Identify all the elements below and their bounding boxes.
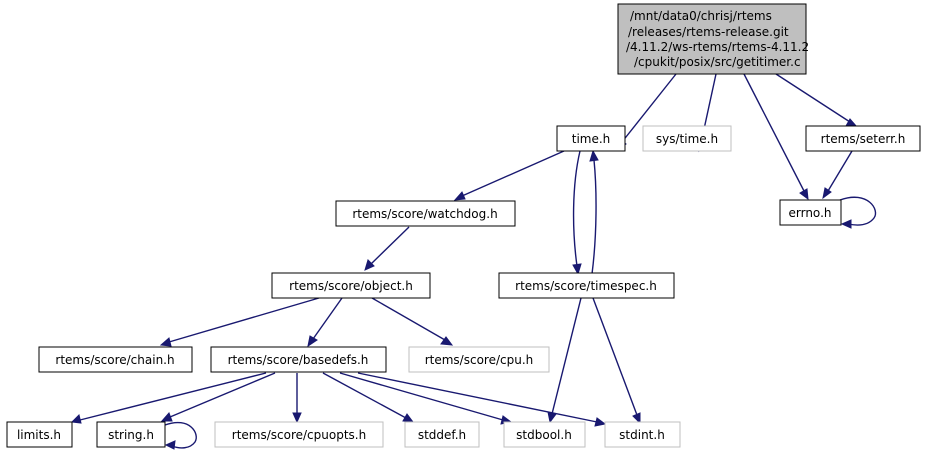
node-time-h-box <box>556 125 626 152</box>
edge-time-h-to-timespec-h <box>572 150 582 276</box>
edge-object-h-to-cpu-h <box>371 297 454 346</box>
edges <box>70 73 877 450</box>
node-stddef-h-box <box>404 421 480 448</box>
edge-basedefs-h-to-stdint-h <box>357 372 607 427</box>
node-watchdog-h-label: rtems/score/watchdog.h <box>352 207 497 221</box>
node-limits-h-box <box>6 421 73 448</box>
node-basedefs-h[interactable]: rtems/score/basedefs.h <box>210 346 387 373</box>
node-stddef-h-label: stddef.h <box>418 428 466 442</box>
node-stdint-h[interactable]: stdint.h <box>604 421 681 448</box>
node-object-h-label: rtems/score/object.h <box>289 279 413 293</box>
edge-watchdog-h-to-object-h <box>364 226 410 271</box>
node-seterr-h-label: rtems/seterr.h <box>821 132 906 146</box>
node-watchdog-h-box <box>335 200 516 227</box>
node-seterr-h[interactable]: rtems/seterr.h <box>805 125 921 152</box>
edge-seterr-h-to-errno-h <box>822 150 853 200</box>
node-sys-time-h-label: sys/time.h <box>656 132 718 146</box>
nodes: /mnt/data0/chrisj/rtems /releases/rtems-… <box>6 3 921 448</box>
node-string-h-label: string.h <box>108 428 154 442</box>
node-root-box <box>618 4 806 74</box>
node-root-line-1: /mnt/data0/chrisj/rtems <box>630 9 772 23</box>
node-root-line-2: /releases/rtems-release.git <box>628 25 789 39</box>
edge-basedefs-h-to-string-h <box>160 372 276 422</box>
node-limits-h[interactable]: limits.h <box>6 421 73 448</box>
node-object-h[interactable]: rtems/score/object.h <box>271 272 431 299</box>
node-stdbool-h[interactable]: stdbool.h <box>503 421 586 448</box>
node-chain-h-label: rtems/score/chain.h <box>55 353 174 367</box>
node-time-h[interactable]: time.h <box>556 125 626 152</box>
node-stddef-h[interactable]: stddef.h <box>404 421 480 448</box>
node-stdint-h-box <box>604 421 681 448</box>
node-errno-h[interactable]: errno.h <box>779 199 842 226</box>
node-timespec-h-label: rtems/score/timespec.h <box>515 279 657 293</box>
node-cpuopts-h-label: rtems/score/cpuopts.h <box>232 428 366 442</box>
node-sys-time-h-box <box>642 125 732 152</box>
edge-timespec-h-to-time-h <box>589 149 599 275</box>
node-time-h-label: time.h <box>572 132 611 146</box>
node-object-h-box <box>271 272 431 299</box>
node-stdint-h-label: stdint.h <box>619 428 665 442</box>
node-cpu-h-box <box>408 346 550 373</box>
edge-root-to-errno-h <box>743 73 809 201</box>
node-stdbool-h-label: stdbool.h <box>516 428 572 442</box>
node-root-getitimer-c[interactable]: /mnt/data0/chrisj/rtems /releases/rtems-… <box>617 3 809 75</box>
node-root-line-4: /cpukit/posix/src/getitimer.c <box>634 55 801 69</box>
node-root-border <box>617 3 807 75</box>
node-limits-h-label: limits.h <box>17 428 61 442</box>
edge-object-h-to-basedefs-h <box>307 297 343 348</box>
node-sys-time-h[interactable]: sys/time.h <box>642 125 732 152</box>
node-timespec-h[interactable]: rtems/score/timespec.h <box>498 272 675 299</box>
edge-errno-h-self <box>839 196 877 229</box>
node-timespec-h-box <box>498 272 675 299</box>
node-string-h-box <box>96 421 166 448</box>
edge-time-h-to-watchdog-h <box>453 150 565 201</box>
edge-timespec-h-to-stdbool-h <box>547 297 582 424</box>
node-cpuopts-h-box <box>214 421 384 448</box>
node-chain-h[interactable]: rtems/score/chain.h <box>38 346 193 373</box>
node-watchdog-h[interactable]: rtems/score/watchdog.h <box>335 200 516 227</box>
node-string-h[interactable]: string.h <box>96 421 166 448</box>
edge-string-h-self <box>164 422 197 450</box>
node-errno-h-label: errno.h <box>789 206 832 220</box>
node-cpu-h-label: rtems/score/cpu.h <box>425 353 534 367</box>
edge-basedefs-h-to-limits-h <box>70 372 267 424</box>
node-root-line-3: /4.11.2/ws-rtems/rtems-4.11.2 <box>626 40 809 54</box>
node-basedefs-h-label: rtems/score/basedefs.h <box>228 353 369 367</box>
node-chain-h-box <box>38 346 193 373</box>
node-errno-h-box <box>779 199 842 226</box>
node-cpu-h[interactable]: rtems/score/cpu.h <box>408 346 550 373</box>
edge-timespec-h-to-stdint-h <box>592 297 641 425</box>
node-basedefs-h-box <box>210 346 387 373</box>
edge-basedefs-h-to-cpuopts-h <box>292 373 302 424</box>
node-stdbool-h-box <box>503 421 586 448</box>
node-seterr-h-box <box>805 125 921 152</box>
edge-root-to-seterr-h <box>775 73 859 128</box>
node-cpuopts-h[interactable]: rtems/score/cpuopts.h <box>214 421 384 448</box>
edge-object-h-to-chain-h <box>159 297 320 347</box>
